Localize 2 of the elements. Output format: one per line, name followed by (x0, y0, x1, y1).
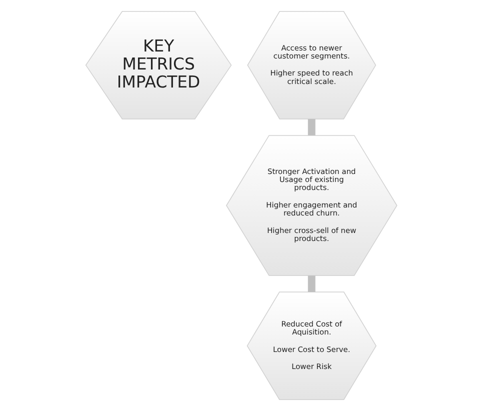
connector (307, 119, 315, 136)
connector (307, 276, 315, 292)
